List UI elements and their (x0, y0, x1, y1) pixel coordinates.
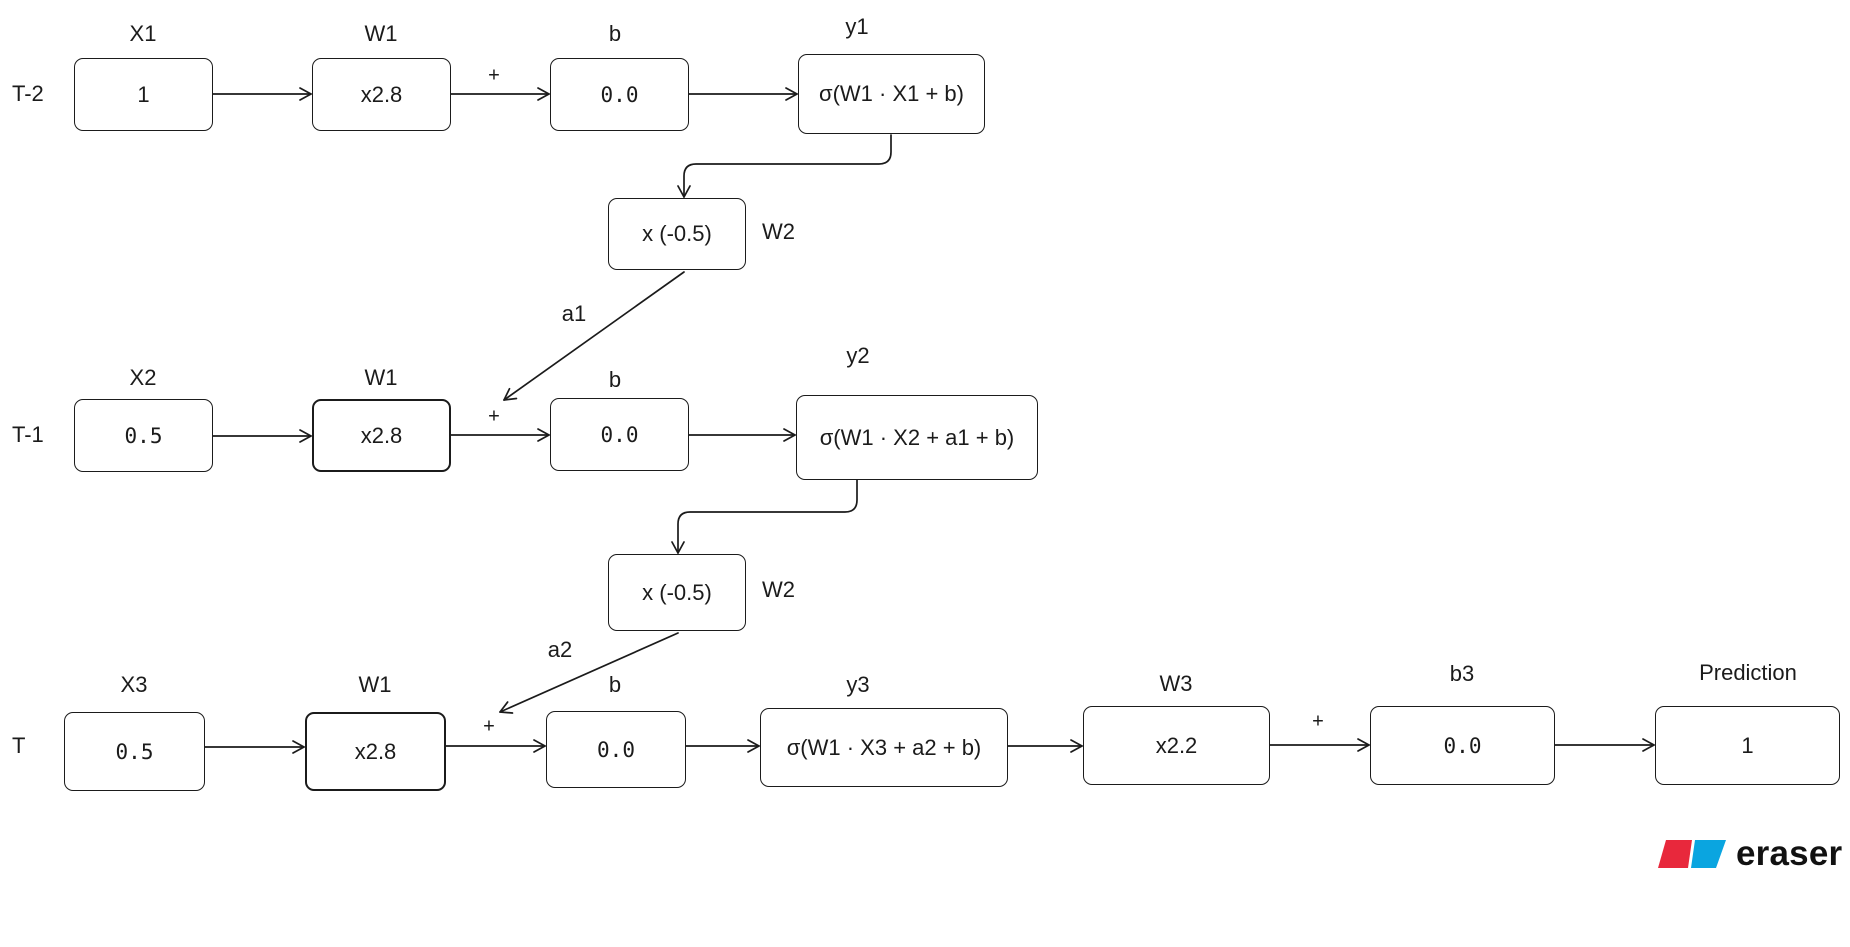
edge-label-a2: a2 (547, 637, 573, 662)
eraser-logo[interactable]: eraser (1658, 834, 1843, 873)
node-label-b: b (608, 672, 622, 697)
node-label-b: b (608, 367, 622, 392)
edge-label-a1: a1 (561, 301, 587, 326)
node-label-w1: W1 (358, 672, 392, 697)
node-value: x2.8 (360, 422, 403, 448)
node-value: σ(W1 · X1 + b) (819, 81, 964, 106)
node-value: x2.8 (354, 738, 397, 764)
node-y3[interactable]: σ(W1 · X3 + a2 + b) (760, 708, 1008, 787)
arrow-y2-w2 (671, 479, 858, 554)
node-value: 0.0 (597, 737, 635, 762)
node-label-x3: X3 (120, 672, 148, 697)
time-label-t-minus-1: T-1 (12, 422, 44, 447)
node-label-w1: W1 (364, 21, 398, 46)
node-x2[interactable]: 0.5 (74, 399, 213, 472)
plus-operator: + (488, 405, 500, 428)
node-y1[interactable]: σ(W1 · X1 + b) (798, 54, 985, 134)
node-value: 0.0 (600, 422, 639, 447)
node-label-w1: W1 (364, 365, 398, 390)
node-w1[interactable]: x2.8 (312, 58, 451, 131)
node-w1[interactable]: x2.8 (305, 712, 446, 791)
arrow-a2 (499, 632, 679, 714)
node-x3[interactable]: 0.5 (64, 712, 205, 791)
node-value: σ(W1 · X2 + a1 + b) (819, 424, 1015, 450)
node-value: σ(W1 · X3 + a2 + b) (786, 734, 982, 760)
node-label-b3: b3 (1449, 661, 1475, 686)
node-value: x (-0.5) (642, 579, 712, 605)
node-w2-1[interactable]: x (-0.5) (608, 198, 746, 270)
node-b[interactable]: 0.0 (550, 58, 689, 131)
node-w1[interactable]: x2.8 (312, 399, 451, 472)
node-value: 1 (1741, 732, 1754, 758)
node-value: x (-0.5) (642, 221, 712, 246)
node-b[interactable]: 0.0 (546, 711, 686, 788)
time-label-t-minus-2: T-2 (12, 81, 44, 106)
node-b3[interactable]: 0.0 (1370, 706, 1555, 785)
eraser-logo-text: eraser (1736, 834, 1843, 873)
node-label-w3: W3 (1159, 671, 1193, 696)
node-label-w2-1: W2 (762, 219, 795, 244)
node-label-y1: y1 (845, 14, 869, 39)
node-y2[interactable]: σ(W1 · X2 + a1 + b) (796, 395, 1038, 480)
node-w2-2[interactable]: x (-0.5) (608, 554, 746, 631)
node-value: 0.5 (124, 423, 163, 448)
node-value: 0.0 (600, 82, 639, 107)
node-label-y2: y2 (846, 343, 870, 368)
node-label-x1: X1 (129, 21, 157, 46)
node-label-x2: X2 (129, 365, 157, 390)
node-value: x2.2 (1155, 732, 1198, 758)
eraser-logo-icon (1658, 840, 1726, 868)
node-x1[interactable]: 1 (74, 58, 213, 131)
plus-operator: + (483, 715, 495, 738)
node-prediction[interactable]: 1 (1655, 706, 1840, 785)
node-label-b: b (608, 21, 622, 46)
node-b[interactable]: 0.0 (550, 398, 689, 471)
plus-operator: + (488, 64, 500, 87)
node-value: x2.8 (360, 81, 403, 107)
time-label-t: T (12, 733, 26, 758)
node-value: 1 (137, 81, 150, 107)
plus-operator-output: + (1312, 710, 1324, 733)
node-label-prediction: Prediction (1699, 660, 1797, 685)
node-label-w2-2: W2 (762, 577, 795, 602)
arrow-a1 (503, 271, 685, 401)
node-label-y3: y3 (846, 672, 870, 697)
node-value: 0.0 (1443, 733, 1482, 758)
node-w3[interactable]: x2.2 (1083, 706, 1270, 785)
arrow-y1-w2 (677, 134, 892, 198)
node-value: 0.5 (115, 739, 154, 764)
